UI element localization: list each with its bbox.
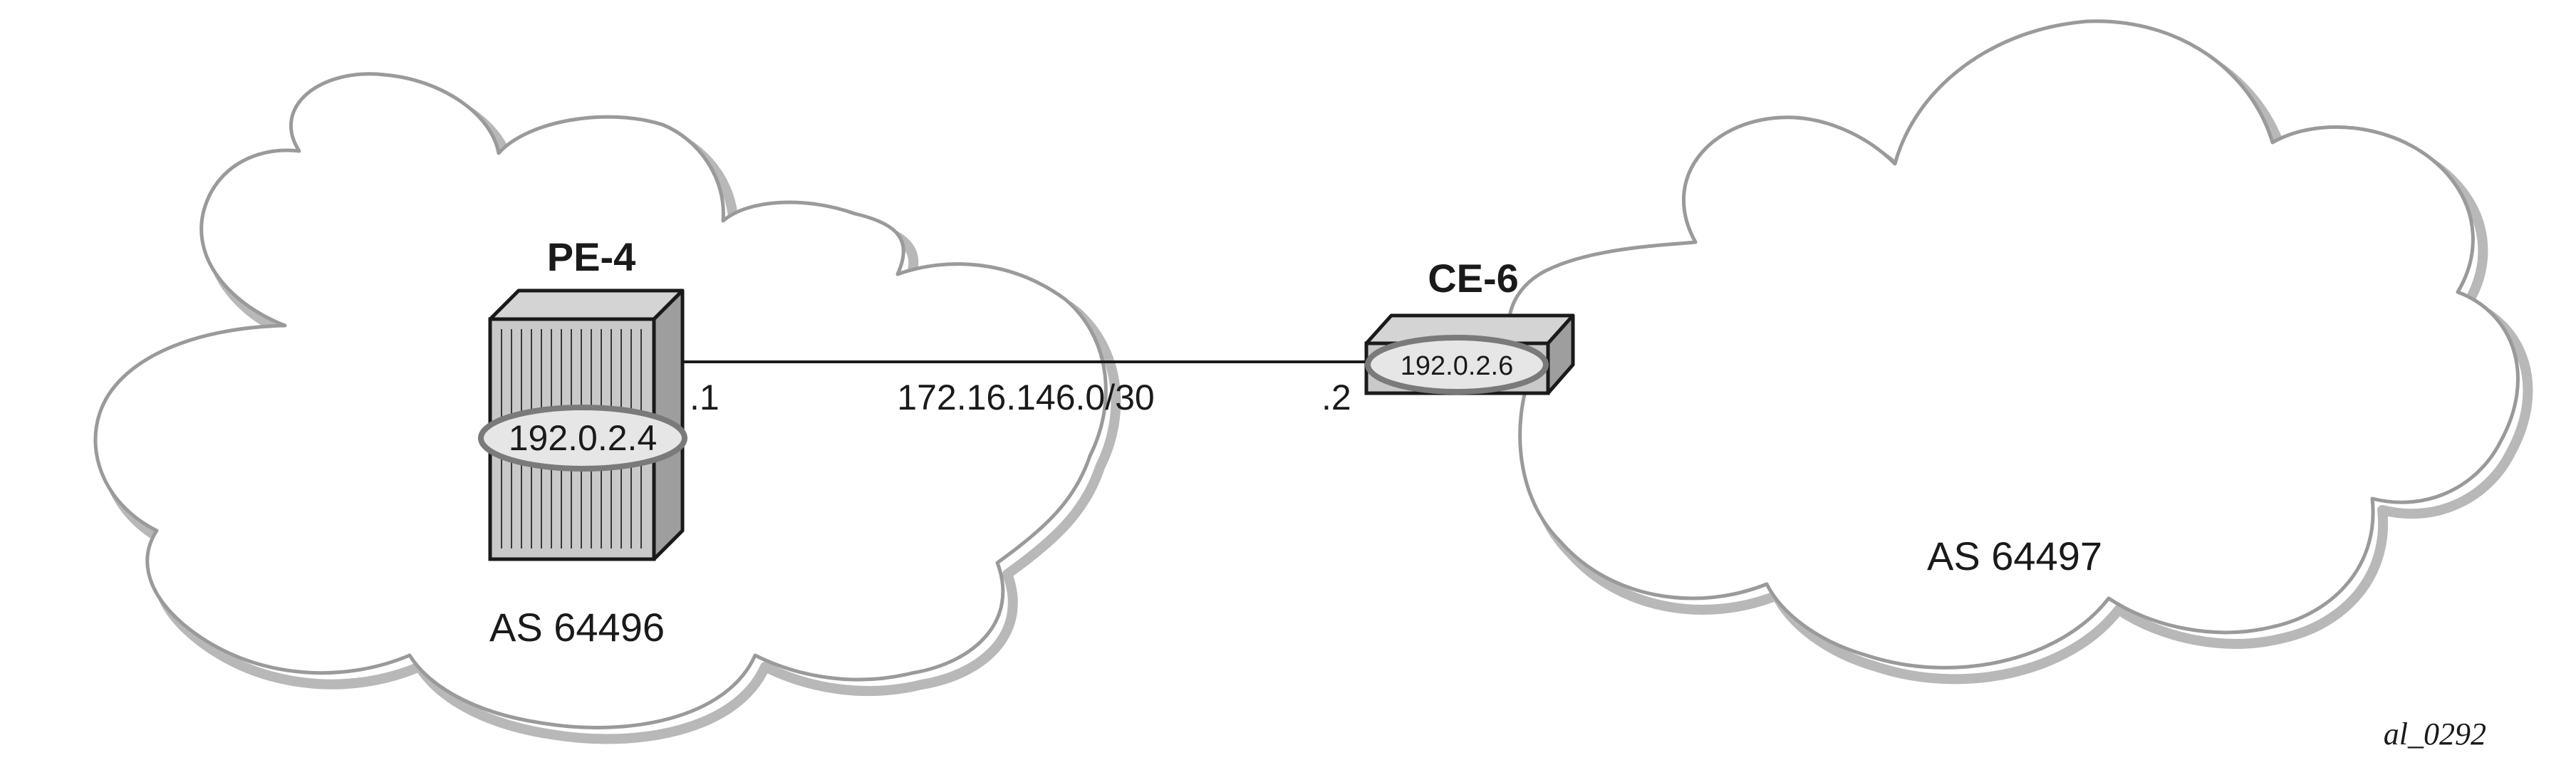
pe-4-top-face: [488, 288, 685, 321]
ce-6-system-ip-ellipse: [1365, 335, 1549, 395]
as-64496-label: AS 64496: [489, 605, 665, 650]
pe-4-interface-suffix: .1: [690, 378, 720, 417]
pe-4-system-ip-ellipse: [478, 405, 687, 472]
ce-6-system-ip: 192.0.2.6: [1401, 351, 1513, 381]
ce-6-router: 192.0.2.6: [1364, 313, 1575, 395]
pe-4-name: PE-4: [547, 234, 636, 279]
cloud-as-64497: [1507, 19, 2533, 685]
link-subnet: 172.16.146.0/30: [897, 378, 1154, 417]
ce-6-name: CE-6: [1428, 256, 1519, 301]
cloud-right-outline: [1507, 19, 2520, 670]
ce-6-interface-suffix: .2: [1321, 378, 1351, 417]
pe-4-system-ip: 192.0.2.4: [509, 418, 658, 458]
as-64497-label: AS 64497: [1927, 534, 2102, 578]
pe-4-router: 192.0.2.4: [478, 288, 687, 561]
figure-id: al_0292: [2384, 717, 2486, 751]
